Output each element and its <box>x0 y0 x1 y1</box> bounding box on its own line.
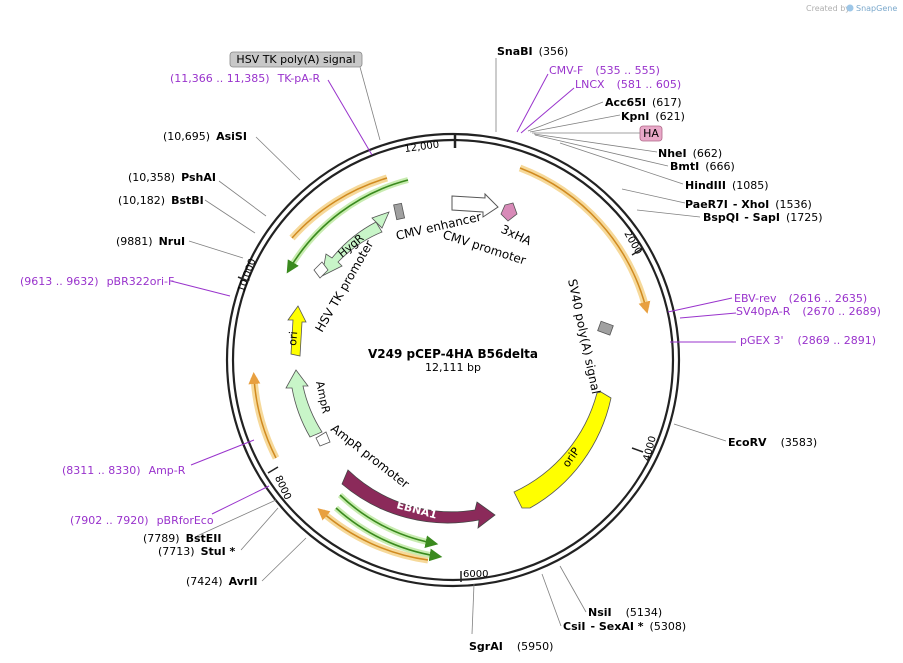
green-arcs <box>286 177 443 562</box>
sv40-label: SV40 poly(A) signal <box>565 278 603 396</box>
primer-ebvrev[interactable]: EBV-rev(2616 .. 2635) <box>734 292 867 305</box>
site-bmti[interactable]: BmtI(666) <box>670 160 735 173</box>
credit-text: Created by <box>806 4 850 13</box>
site-sgrai[interactable]: SgrAI(5950) <box>469 640 553 653</box>
primer-lncx[interactable]: LNCX(581 .. 605) <box>575 78 681 91</box>
hsv-polya-feature[interactable] <box>393 202 406 221</box>
plasmid-backbone <box>225 132 681 588</box>
ha-tag-label: 3xHA <box>499 222 535 249</box>
hygr-feature[interactable] <box>321 211 390 277</box>
primer-pbrforeco[interactable]: (7902 .. 7920)pBRforEco <box>70 514 214 527</box>
site-bstbi[interactable]: (10,182)BstBI <box>118 194 204 207</box>
primer-pgex3[interactable]: pGEX 3'(2869 .. 2891) <box>740 334 876 347</box>
site-asisi[interactable]: (10,695)AsiSI <box>163 130 247 143</box>
ampr-promoter-label: AmpR promoter <box>328 421 412 491</box>
primer-ampr[interactable]: (8311 .. 8330)Amp-R <box>62 464 186 477</box>
ha-box[interactable]: HA <box>639 125 663 142</box>
site-nsii[interactable]: NsiI(5134) <box>588 606 662 619</box>
ebna1-feature[interactable] <box>341 469 496 529</box>
sv40-feature[interactable] <box>597 320 614 336</box>
svg-text:HSV TK poly(A) signal: HSV TK poly(A) signal <box>236 53 355 66</box>
site-csii[interactable]: CsiI- SexAI *(5308) <box>563 620 686 633</box>
site-bspqi[interactable]: BspQI- SapI(1725) <box>703 211 823 224</box>
svg-text:HA: HA <box>643 127 659 140</box>
ampr-promoter-arrow[interactable] <box>315 431 331 447</box>
hsv-polya-leader <box>359 66 381 141</box>
hsv-polya-box[interactable]: HSV TK poly(A) signal <box>229 51 363 68</box>
site-acc65i[interactable]: Acc65I(617) <box>605 96 682 109</box>
site-ecorv[interactable]: EcoRV(3583) <box>728 436 817 449</box>
outer-feature-arcs <box>248 164 651 564</box>
site-snabi[interactable]: SnaBI(356) <box>497 45 568 58</box>
cmv-arrow[interactable] <box>451 192 499 218</box>
snapgene-logo-icon <box>846 4 854 12</box>
primer-cmvf[interactable]: CMV-F(535 .. 555) <box>549 64 660 77</box>
tick-label-12000: 12,000 <box>404 139 440 155</box>
ori-label: ori <box>286 331 300 346</box>
site-pshai[interactable]: (10,358)PshAI <box>128 171 216 184</box>
primer-sv40par[interactable]: SV40pA-R(2670 .. 2689) <box>736 305 881 318</box>
tick-label-6000: 6000 <box>463 569 488 580</box>
ampr-feature[interactable] <box>285 369 323 438</box>
tick-label-10000: 10,000 <box>236 257 258 294</box>
site-hindiii[interactable]: HindIII(1085) <box>685 179 769 192</box>
plasmid-size: 12,111 bp <box>425 361 481 374</box>
site-leaders <box>188 58 727 635</box>
site-nrui[interactable]: (9881)NruI <box>116 235 185 248</box>
ori-feature[interactable] <box>287 305 307 357</box>
site-kpni[interactable]: KpnI(621) <box>621 110 685 123</box>
ha-tag-feature[interactable] <box>500 202 518 222</box>
ampr-label: AmpR <box>313 380 333 415</box>
plasmid-name: V249 pCEP-4HA B56delta <box>368 347 538 361</box>
site-paer7i[interactable]: PaeR7I- XhoI(1536) <box>685 198 812 211</box>
site-nhei[interactable]: NheI(662) <box>658 147 722 160</box>
tick-marks <box>237 134 644 582</box>
orip-feature[interactable] <box>513 391 612 509</box>
primer-pbr322orif[interactable]: (9613 .. 9632)pBR322ori-F <box>20 275 174 288</box>
site-avrii[interactable]: (7424)AvrII <box>186 575 257 588</box>
site-bsteii[interactable]: (7789)BstEII <box>143 532 221 545</box>
primer-leaders <box>170 73 737 515</box>
hsv-tk-promoter-arrow[interactable] <box>313 261 329 279</box>
snapgene-brand: SnapGene <box>856 4 897 13</box>
primer-tkpar[interactable]: (11,366 .. 11,385)TK-pA-R <box>170 72 321 85</box>
site-stui[interactable]: (7713)StuI * <box>158 545 236 558</box>
